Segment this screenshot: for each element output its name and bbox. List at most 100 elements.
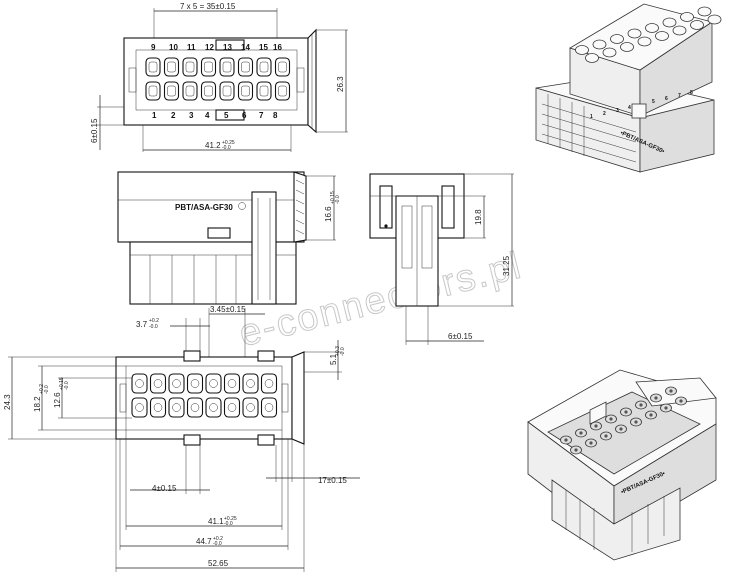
pin-label-15: 15 bbox=[259, 43, 268, 52]
cavity-inner bbox=[167, 61, 176, 73]
tower-cavity bbox=[662, 17, 677, 28]
cavity-hole bbox=[246, 403, 255, 412]
svg-text:+0.2: +0.2 bbox=[39, 384, 45, 394]
cavity bbox=[163, 81, 180, 101]
tower-cavity bbox=[655, 31, 669, 41]
pin-label-7: 7 bbox=[259, 111, 264, 120]
cavity-hole bbox=[172, 379, 181, 388]
dim-3-7: 3.7 bbox=[136, 320, 148, 329]
pin-label-8: 8 bbox=[273, 111, 278, 120]
mating-contact bbox=[564, 438, 568, 442]
svg-text:3: 3 bbox=[616, 108, 619, 114]
recycle-icon bbox=[238, 202, 246, 210]
cavity-inner bbox=[241, 61, 250, 73]
iso-bottom-cavities bbox=[560, 386, 687, 455]
side-view-ribs bbox=[293, 171, 307, 243]
cavity-inner bbox=[148, 85, 158, 97]
cavity bbox=[182, 57, 198, 77]
cavity bbox=[223, 373, 241, 394]
mating-contact bbox=[634, 420, 638, 424]
svg-text:-0.0: -0.0 bbox=[340, 347, 346, 356]
mating-contact bbox=[594, 424, 598, 428]
bottom-view-latch bbox=[291, 351, 305, 445]
cavity-inner bbox=[185, 85, 195, 97]
pin-label-13: 13 bbox=[223, 43, 232, 52]
cavity-inner bbox=[259, 85, 269, 97]
mating-contact bbox=[604, 434, 608, 438]
svg-text:+0.25: +0.25 bbox=[224, 516, 237, 522]
mating-contact bbox=[574, 448, 578, 452]
dim-52-65: 52.65 bbox=[208, 559, 229, 568]
side-material-label: PBT/ASA-GF30 bbox=[175, 203, 233, 212]
cavity bbox=[200, 81, 217, 101]
tower-cavity bbox=[690, 20, 704, 30]
dim-height: 26.3 bbox=[336, 76, 345, 92]
dim-end-inner: 19.8 bbox=[474, 209, 483, 225]
svg-text:6: 6 bbox=[665, 96, 668, 102]
cavity-inner bbox=[204, 85, 213, 97]
cavity-inner bbox=[148, 61, 158, 73]
cavity-hole bbox=[135, 403, 144, 412]
pin-label-10: 10 bbox=[169, 43, 178, 52]
cavity-hole bbox=[172, 403, 181, 412]
cavity-inner bbox=[167, 85, 176, 97]
svg-text:+0.25: +0.25 bbox=[222, 140, 235, 146]
tower-cavity bbox=[637, 36, 652, 47]
dim-width: 41.2 bbox=[205, 141, 221, 150]
tower-cavity bbox=[697, 6, 712, 17]
iso-top-cavities bbox=[575, 6, 722, 63]
mating-contact bbox=[654, 396, 658, 400]
cavity-hole bbox=[227, 403, 237, 412]
cavity bbox=[205, 397, 222, 418]
dim-side-height: 16.6 bbox=[324, 206, 333, 222]
cavity-hole bbox=[209, 403, 218, 412]
svg-text:+0.3: +0.3 bbox=[335, 346, 341, 356]
dim-3-45: 3.45±0.15 bbox=[210, 305, 246, 314]
cavity-hole bbox=[209, 379, 218, 388]
svg-text:8: 8 bbox=[690, 90, 693, 96]
svg-text:+0.2: +0.2 bbox=[149, 318, 159, 324]
svg-text:2: 2 bbox=[603, 111, 606, 117]
bottom-view: 3.7 +0.2 -0.0 3.45±0.15 5.1 +0.3 -0.0 24… bbox=[3, 305, 360, 572]
tower-cavity bbox=[707, 14, 722, 25]
cavity-hole bbox=[264, 403, 274, 412]
cavity-inner bbox=[185, 61, 195, 73]
cavity-hole bbox=[190, 379, 200, 388]
cavity bbox=[200, 57, 217, 77]
svg-text:4: 4 bbox=[628, 105, 631, 111]
svg-text:-0.0: -0.0 bbox=[213, 541, 222, 547]
cavity bbox=[260, 373, 278, 394]
pin-label-11: 11 bbox=[187, 43, 196, 52]
svg-text:-0.0: -0.0 bbox=[44, 385, 50, 394]
dim-17: 17±0.15 bbox=[318, 476, 347, 485]
cavity-hole bbox=[153, 379, 163, 388]
cavity bbox=[186, 373, 204, 394]
dim-pitch: 7 x 5 = 35±0.15 bbox=[180, 2, 236, 11]
svg-text:-0.0: -0.0 bbox=[149, 324, 158, 330]
cavity bbox=[260, 397, 278, 418]
tower-cavity bbox=[680, 12, 694, 22]
mating-contact bbox=[679, 399, 683, 403]
cavity-hole bbox=[190, 403, 200, 412]
cavity bbox=[237, 57, 254, 77]
mating-contact bbox=[669, 389, 673, 393]
pin-label-12: 12 bbox=[205, 43, 214, 52]
cavity bbox=[149, 397, 167, 418]
tower-cavity bbox=[592, 39, 607, 50]
svg-text:1: 1 bbox=[590, 114, 593, 120]
dim-offset: 6±0.15 bbox=[90, 118, 99, 143]
svg-text:-0.0: -0.0 bbox=[224, 521, 233, 527]
iso-view-bottom: •PBT/ASA-GF30• bbox=[527, 369, 717, 561]
svg-text:7: 7 bbox=[678, 93, 681, 99]
mating-contact bbox=[624, 410, 628, 414]
bottom-view-body bbox=[115, 356, 293, 440]
tower-cavity bbox=[627, 28, 642, 39]
cavity-inner bbox=[259, 61, 269, 73]
dim-end-width: 6±0.15 bbox=[448, 332, 473, 341]
dim-44-7: 44.7 bbox=[196, 537, 212, 546]
mating-contact bbox=[639, 403, 643, 407]
dim-5-1: 5.1 bbox=[329, 353, 338, 365]
svg-text:+0.15: +0.15 bbox=[330, 191, 336, 204]
dim-12-6: 12.6 bbox=[53, 392, 62, 408]
